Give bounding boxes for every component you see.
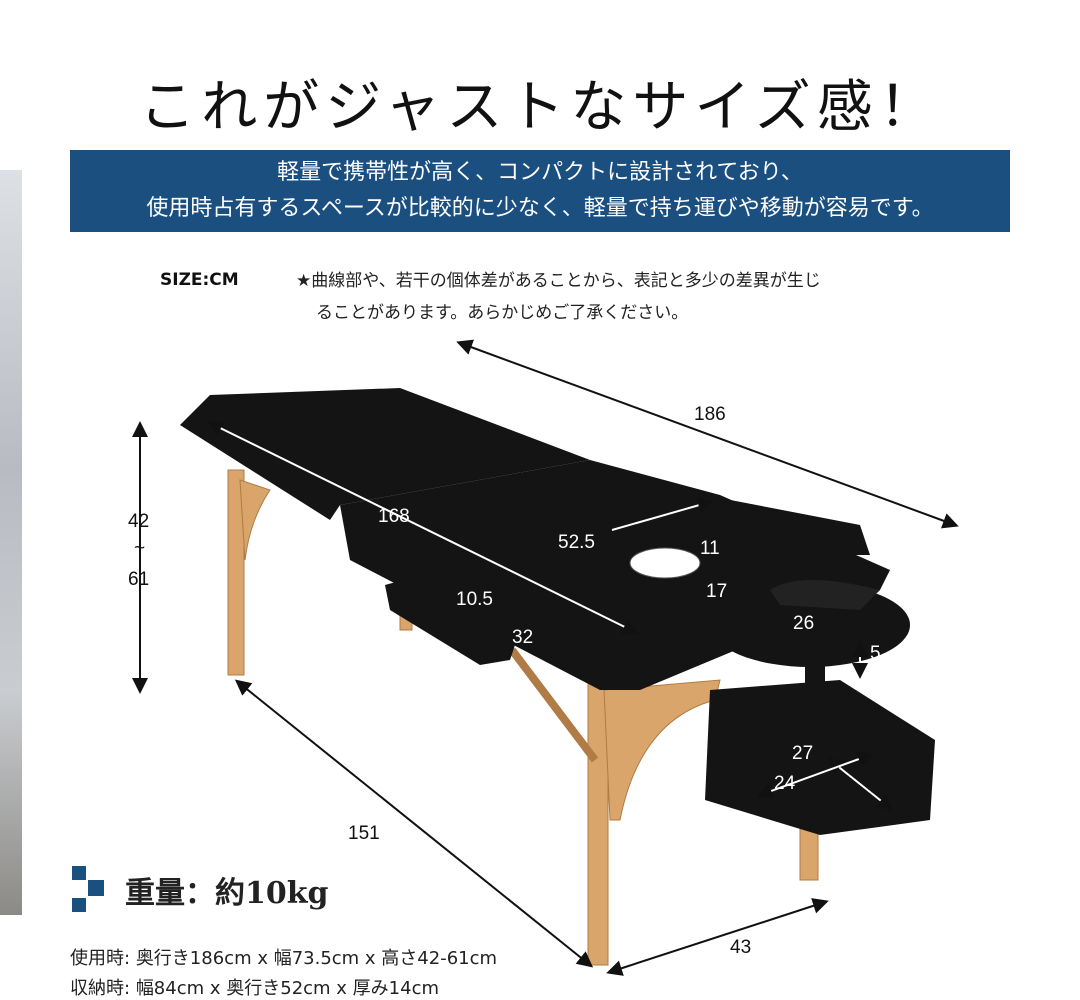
dimension-arrows bbox=[132, 339, 959, 976]
dim-height-tilde: ~ bbox=[134, 538, 145, 559]
background-photo-edge bbox=[0, 170, 22, 915]
page-title: これがジャストなサイズ感！ bbox=[139, 75, 941, 140]
table-top bbox=[180, 388, 935, 835]
note-line-1: ★曲線部や、若干の個体差があることから、表記と多少の差異が生じ bbox=[296, 271, 821, 291]
spec-in-use: 使用時: 奥行き186cm x 幅73.5cm x 高さ42-61cm bbox=[70, 944, 497, 970]
spec-stored-label: 収納時: bbox=[70, 978, 131, 999]
dim-11: 11 bbox=[700, 538, 720, 559]
spec-in-use-text: 奥行き186cm x 幅73.5cm x 高さ42-61cm bbox=[135, 948, 498, 969]
weight-label: 重量：約10kg bbox=[125, 876, 329, 911]
description-banner: 軽量で携帯性が高く、コンパクトに設計されており、 使用時占有するスペースが比較的… bbox=[70, 150, 1010, 232]
dim-186: 186 bbox=[694, 404, 726, 425]
dim-168: 168 bbox=[378, 506, 410, 527]
spec-stored: 収納時: 幅84cm x 奥行き52cm x 厚み14cm bbox=[70, 974, 439, 1000]
dim-10-5: 10.5 bbox=[456, 589, 493, 610]
size-note: ★曲線部や、若干の個体差があることから、表記と多少の差異が生じ ることがあります… bbox=[296, 265, 821, 329]
banner-line-2: 使用時占有するスペースが比較的に少なく、軽量で持ち運びや移動が容易です。 bbox=[146, 196, 934, 221]
dim-height-max: 61 bbox=[128, 569, 149, 590]
dim-32: 32 bbox=[512, 627, 533, 648]
note-line-2: ることがあります。あらかじめご了承ください。 bbox=[316, 303, 689, 323]
dim-43: 43 bbox=[730, 937, 751, 958]
dim-5: 5 bbox=[870, 643, 881, 664]
dim-151: 151 bbox=[348, 823, 380, 844]
face-hole bbox=[629, 547, 701, 579]
spec-in-use-label: 使用時: bbox=[70, 948, 131, 969]
banner-line-1: 軽量で携帯性が高く、コンパクトに設計されており、 bbox=[277, 160, 803, 185]
dim-27: 27 bbox=[792, 743, 813, 764]
dim-height-min: 42 bbox=[128, 511, 149, 532]
spec-stored-text: 幅84cm x 奥行き52cm x 厚み14cm bbox=[135, 978, 440, 999]
dim-26: 26 bbox=[793, 613, 814, 634]
size-unit-label: SIZE:CM bbox=[160, 270, 239, 290]
dim-52-5: 52.5 bbox=[558, 532, 595, 553]
dim-24: 24 bbox=[774, 773, 796, 794]
dim-17: 17 bbox=[706, 581, 727, 602]
